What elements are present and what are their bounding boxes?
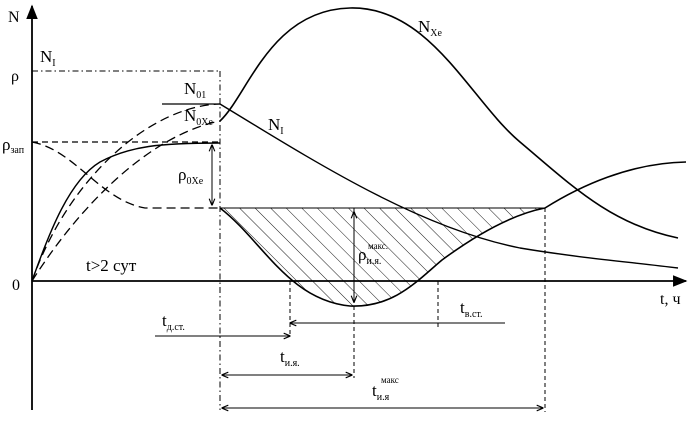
t-ds-label: tд.ст. [162, 311, 185, 333]
n-xe-rise-dashed-curve [31, 120, 221, 282]
n-i-top-label: NI [40, 47, 56, 69]
rho-tick-label: ρ [11, 68, 19, 85]
t-vs-label: tв.ст. [460, 298, 483, 320]
dimension-arrows [155, 145, 543, 408]
rho-zap-label: ρзап [2, 135, 25, 156]
n-0xe-label: N0Xe [184, 106, 214, 128]
n-01-label: N01 [184, 79, 206, 101]
t-gt-2-days-label: t>2 сут [86, 256, 137, 275]
n-xe-label: NXe [418, 17, 443, 39]
y-axis-label: N [8, 9, 20, 26]
reactivity-start-curve [31, 142, 221, 282]
origin-label: 0 [12, 277, 20, 294]
t-iya-max-label: tи.ямакс [372, 375, 399, 403]
curves [31, 7, 687, 307]
t-iya-label: tи.я. [280, 347, 300, 369]
n-i-rise-dashed-curve [31, 103, 221, 282]
n-i-decay-curve [219, 103, 679, 269]
hatched-pit-region [220, 208, 545, 307]
reactivity-dip-dashed-curve [31, 141, 220, 209]
x-axis-label: t, ч [660, 291, 681, 308]
rho-0xe-label: ρ0Xe [178, 165, 204, 187]
n-xe-curve [219, 7, 679, 239]
reactivity-pit-curve [219, 161, 687, 307]
n-i-curve-label: NI [268, 115, 284, 137]
rho-iya-max-label: ρи.я.макс. [358, 241, 388, 267]
